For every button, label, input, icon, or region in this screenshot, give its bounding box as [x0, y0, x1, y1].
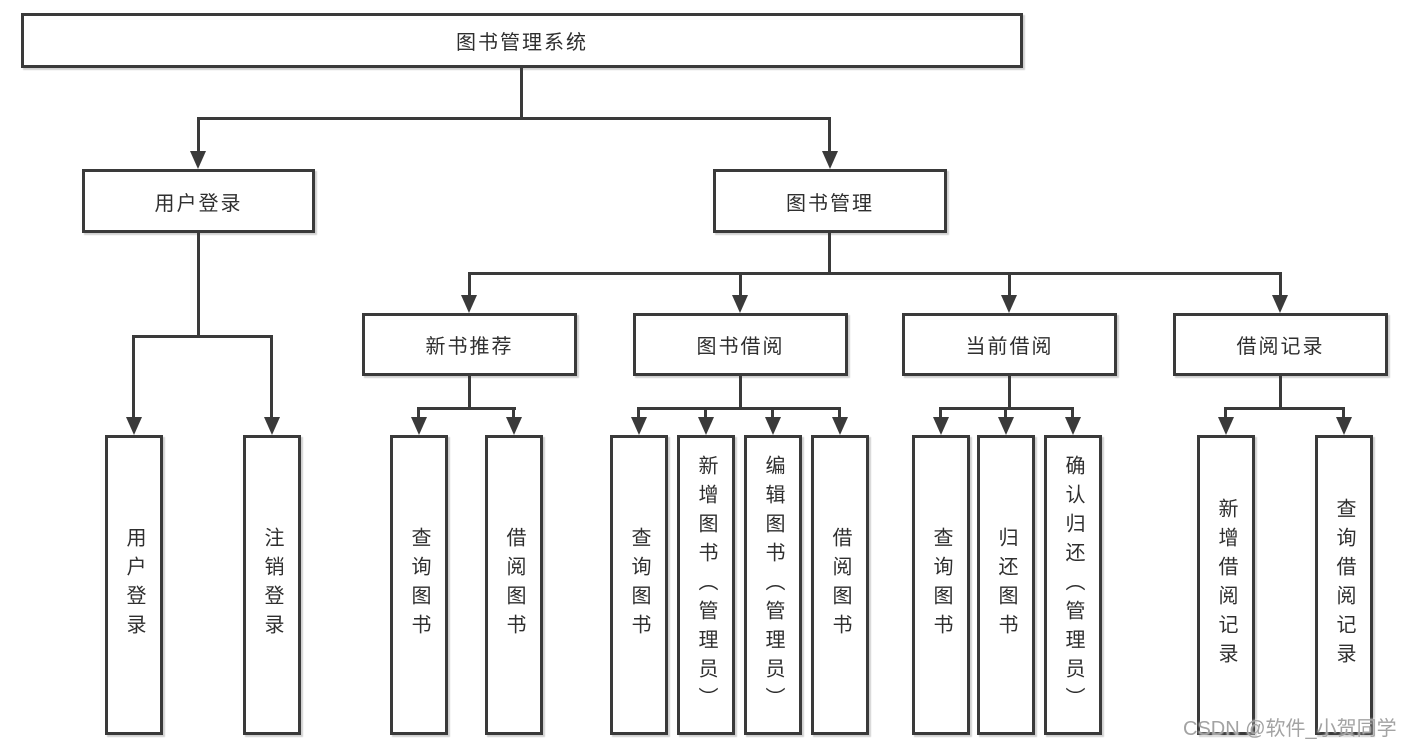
arrowhead-down: [933, 417, 949, 435]
connector-line: [1004, 407, 1007, 419]
leaf-label: 归还图书: [995, 527, 1017, 643]
arrowhead-down: [190, 151, 206, 169]
node-borrowing-records: 借阅记录: [1173, 313, 1388, 376]
node-label: 图书管理系统: [456, 32, 588, 54]
arrowhead-down: [822, 151, 838, 169]
node-label: 图书借阅: [696, 336, 785, 358]
leaf-edit-books-admin: 编辑图书（管理员）: [744, 435, 802, 735]
connector-line: [1008, 376, 1011, 409]
connector-line: [828, 233, 831, 275]
leaf-query-books-recommend: 查询图书: [390, 435, 448, 735]
leaf-query-books-borrowing: 查询图书: [610, 435, 668, 735]
leaf-label: 用户登录: [123, 527, 145, 643]
arrowhead-down: [765, 417, 781, 435]
leaf-return-books: 归还图书: [977, 435, 1035, 735]
arrowhead-down: [998, 417, 1014, 435]
node-book-borrowing: 图书借阅: [633, 313, 848, 376]
arrowhead-down: [506, 417, 522, 435]
arrowhead-down: [126, 417, 142, 435]
leaf-logout-login: 注销登录: [243, 435, 301, 735]
connector-line: [939, 407, 942, 419]
node-label: 图书管理: [786, 192, 874, 215]
connector-line: [197, 117, 200, 155]
arrowhead-down: [698, 417, 714, 435]
leaf-add-books-admin: 新增图书（管理员）: [677, 435, 735, 735]
connector-line: [637, 407, 841, 410]
arrowhead-down: [1336, 417, 1352, 435]
node-book-management: 图书管理: [713, 169, 947, 233]
arrowhead-down: [1065, 417, 1081, 435]
connector-line: [1342, 407, 1345, 419]
node-library-management-system: 图书管理系统: [21, 13, 1023, 68]
connector-line: [1279, 272, 1282, 298]
leaf-label: 查询图书: [628, 527, 650, 643]
leaf-user-login: 用户登录: [105, 435, 163, 735]
leaf-borrow-books-recommend: 借阅图书: [485, 435, 543, 735]
connector-line: [828, 117, 831, 155]
connector-line: [1279, 376, 1282, 409]
leaf-label: 查询借阅记录: [1333, 498, 1355, 672]
arrowhead-down: [1001, 295, 1017, 313]
leaf-query-books-current: 查询图书: [912, 435, 970, 735]
leaf-label: 确认归还（管理员）: [1062, 454, 1084, 716]
node-current-borrowing: 当前借阅: [902, 313, 1117, 376]
connector-line: [1224, 407, 1227, 419]
watermark: CSDN @软件_小贺同学: [1183, 718, 1397, 740]
connector-line: [132, 335, 135, 420]
arrowhead-down: [732, 295, 748, 313]
connector-line: [520, 66, 523, 120]
connector-line: [132, 335, 273, 338]
node-user-login: 用户登录: [82, 169, 315, 233]
leaf-borrow-books: 借阅图书: [811, 435, 869, 735]
connector-line: [417, 407, 516, 410]
arrowhead-down: [1272, 295, 1288, 313]
connector-line: [838, 407, 841, 419]
connector-line: [739, 272, 742, 298]
leaf-label: 编辑图书（管理员）: [762, 454, 784, 716]
connector-line: [197, 233, 200, 337]
node-label: 用户登录: [154, 192, 243, 215]
connector-line: [1008, 272, 1011, 298]
connector-line: [1224, 407, 1345, 410]
node-label: 借阅记录: [1236, 336, 1325, 358]
node-label: 当前借阅: [965, 336, 1054, 358]
leaf-label: 借阅图书: [503, 527, 525, 643]
leaf-label: 借阅图书: [829, 527, 851, 643]
connector-line: [1071, 407, 1074, 419]
connector-line: [468, 272, 1281, 275]
leaf-add-borrow-record: 新增借阅记录: [1197, 435, 1255, 735]
leaf-label: 查询图书: [930, 527, 952, 643]
node-label: 新书推荐: [425, 336, 514, 358]
connector-line: [637, 407, 640, 419]
connector-line: [197, 117, 831, 120]
leaf-query-borrow-record: 查询借阅记录: [1315, 435, 1373, 735]
connector-line: [270, 335, 273, 420]
arrowhead-down: [411, 417, 427, 435]
connector-line: [704, 407, 707, 419]
leaf-label: 查询图书: [408, 527, 430, 643]
connector-line: [417, 407, 420, 419]
arrowhead-down: [832, 417, 848, 435]
arrowhead-down: [631, 417, 647, 435]
connector-line: [468, 272, 471, 298]
connector-line: [739, 376, 742, 409]
connector-line: [771, 407, 774, 419]
arrowhead-down: [1218, 417, 1234, 435]
leaf-label: 新增借阅记录: [1215, 498, 1237, 672]
arrowhead-down: [264, 417, 280, 435]
leaf-label: 新增图书（管理员）: [695, 454, 717, 716]
connector-line: [468, 376, 471, 409]
connector-line: [512, 407, 515, 419]
leaf-confirm-return-admin: 确认归还（管理员）: [1044, 435, 1102, 735]
arrowhead-down: [461, 295, 477, 313]
node-new-book-recommendation: 新书推荐: [362, 313, 577, 376]
leaf-label: 注销登录: [261, 527, 283, 643]
